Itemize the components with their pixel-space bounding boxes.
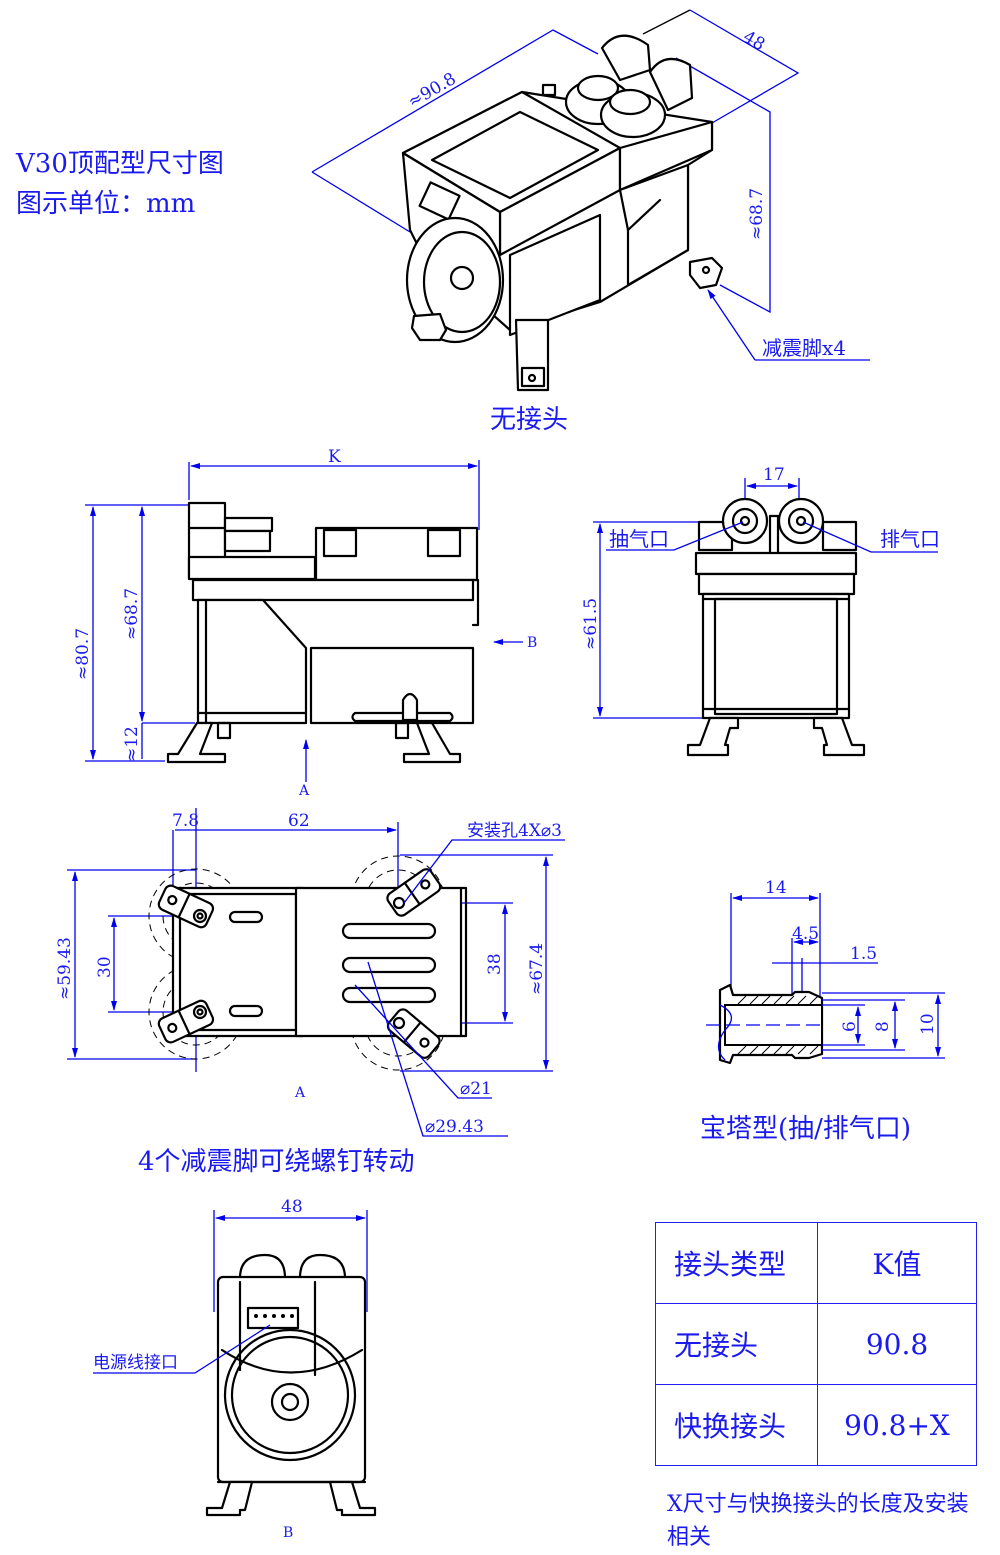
iso-dim-height-line — [675, 57, 771, 314]
barb-dim-step: 4.5 — [792, 924, 819, 944]
barb-view: 14 4.5 1.5 6 8 10 宝塔型(抽/排气口) — [700, 878, 945, 1144]
iso-dim-length-line — [311, 29, 599, 173]
end-view: 17 ≈61.5 抽气口 排气口 — [581, 465, 940, 757]
rear-view: 48 电源线接口 B — [93, 1197, 377, 1541]
bottom-dim-hole-spacing-x: 62 — [288, 811, 310, 831]
k-table-note: X尺寸与快换接头的长度及安装相关 — [667, 1492, 969, 1550]
bottom-dim-hole-spacing-left: 30 — [95, 956, 115, 978]
rear-view-label: B — [283, 1525, 293, 1541]
table-header-cell: K值 — [817, 1222, 977, 1304]
end-outlet-label: 排气口 — [880, 527, 940, 551]
table-cell-k: 90.8 — [817, 1303, 977, 1385]
side-arrow-a: A — [298, 783, 310, 799]
iso-extension — [642, 9, 691, 35]
iso-dim-width-line — [689, 9, 800, 124]
barb-caption: 宝塔型(抽/排气口) — [700, 1114, 911, 1144]
table-cell-k: 90.8+X — [817, 1384, 977, 1466]
iso-dim-length: ≈90.8 — [405, 69, 460, 112]
bottom-dim-width-left: ≈59.43 — [55, 937, 75, 1000]
hatch-lines — [737, 995, 819, 1055]
barb-dim-lip: 1.5 — [850, 944, 877, 964]
table-row: 无接头 90.8 — [655, 1303, 977, 1385]
iso-view: ≈90.8 48 ≈68.7 — [311, 9, 870, 435]
table-header-cell: 接头类型 — [655, 1222, 818, 1304]
iso-caption: 无接头 — [490, 405, 568, 435]
bottom-caption: 4个减震脚可绕螺钉转动 — [138, 1147, 415, 1177]
bottom-view-label: A — [294, 1085, 306, 1101]
bottom-view: 7.8 62 ≈59.43 30 38 ≈67.4 — [55, 808, 565, 1177]
end-dim-port-spacing: 17 — [763, 465, 785, 485]
drawing-title: V30顶配型尺寸图 — [15, 149, 224, 179]
unit-label: 图示单位：mm — [16, 189, 195, 219]
iso-dim-width: 48 — [740, 27, 769, 55]
barb-dim-outer: 10 — [918, 1013, 938, 1035]
bottom-dim-circle-inner: ⌀21 — [460, 1079, 492, 1099]
iso-foot-label: 减震脚x4 — [762, 336, 846, 360]
bottom-dim-circle-outer: ⌀29.43 — [425, 1117, 484, 1137]
side-dim-foot-height: ≈12 — [122, 726, 142, 762]
side-view: K ≈80.7 ≈68.7 ≈12 A B — [73, 447, 537, 799]
end-dim-height: ≈61.5 — [581, 598, 601, 650]
bottom-hole-label: 安装孔4X⌀3 — [467, 821, 562, 841]
rear-dim-width: 48 — [281, 1197, 303, 1217]
barb-dim-length: 14 — [765, 878, 787, 898]
bottom-dim-offset: 7.8 — [172, 811, 199, 831]
iso-dim-extension — [311, 171, 411, 233]
iso-dim-height: ≈68.7 — [747, 188, 767, 240]
barb-dim-mid: 8 — [873, 1021, 893, 1032]
side-dim-k: K — [328, 447, 341, 467]
table-cell-type: 无接头 — [655, 1303, 818, 1385]
barb-dim-inner: 6 — [840, 1021, 860, 1032]
rear-connector-label: 电源线接口 — [93, 1353, 178, 1373]
bottom-dim-width-right: ≈67.4 — [527, 943, 547, 995]
table-cell-type: 快换接头 — [655, 1384, 818, 1466]
side-arrow-b: B — [527, 635, 537, 651]
bottom-dim-hole-spacing-right: 38 — [485, 953, 505, 975]
table-header-row: 接头类型 K值 — [655, 1222, 977, 1304]
table-row: 快换接头 90.8+X — [655, 1384, 977, 1466]
k-value-table: 接头类型 K值 无接头 90.8 快换接头 90.8+X — [655, 1222, 977, 1466]
end-inlet-label: 抽气口 — [609, 527, 669, 551]
side-dim-total-height: ≈80.7 — [73, 628, 93, 680]
side-dim-body-height: ≈68.7 — [122, 588, 142, 640]
